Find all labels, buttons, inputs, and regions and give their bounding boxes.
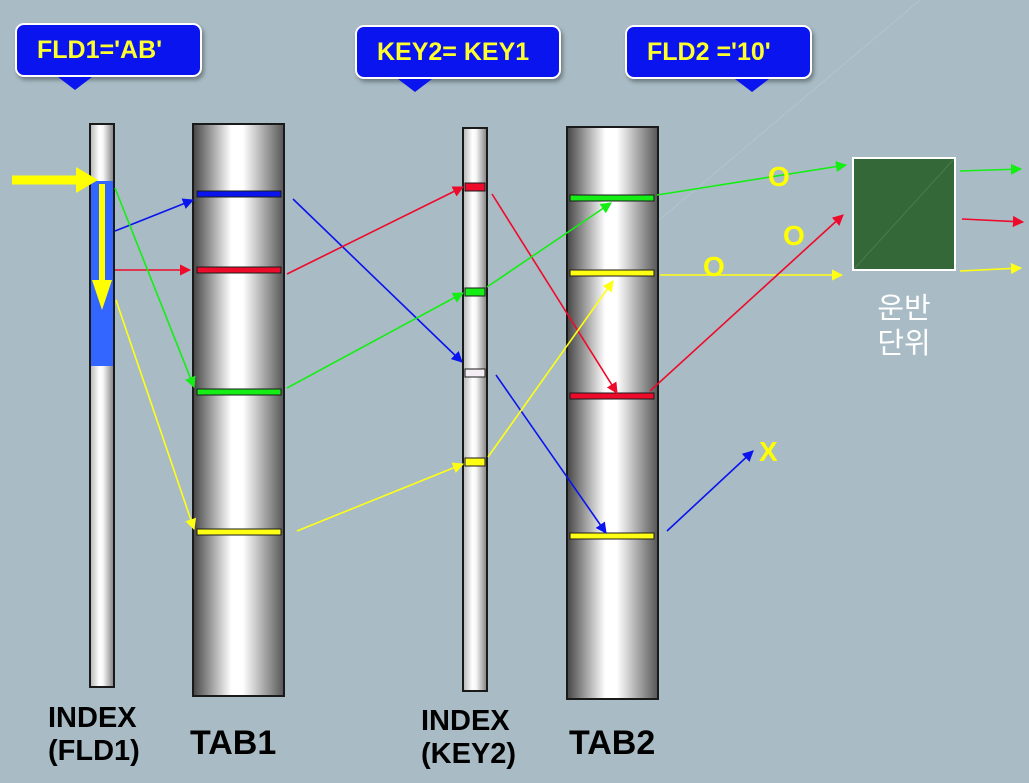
arrow-tab1-to-index2-blue — [292, 198, 463, 363]
index-key2-label-line2: (KEY2) — [421, 738, 517, 771]
callout-fld2-tail — [735, 79, 769, 92]
callout-fld2-text: FLD2 ='10' — [647, 38, 771, 66]
callout-key: KEY2= KEY1 — [355, 25, 561, 79]
callout-fld1: FLD1='AB' — [15, 23, 202, 77]
index-key2-column — [462, 127, 488, 692]
scan-direction-arrow — [92, 184, 112, 310]
callout-key-tail — [398, 79, 432, 92]
tab1-column — [192, 123, 285, 697]
index2-entry-red — [464, 182, 486, 192]
arrow-result-out-green — [959, 163, 1023, 175]
index-key2-label: INDEX (KEY2) — [421, 705, 516, 772]
arrow-index2-to-tab2-blue — [495, 374, 607, 534]
index2-entry-green — [464, 287, 486, 297]
tab1-row-green — [196, 388, 282, 396]
tab2-column — [566, 126, 659, 700]
result-unit-line2: 단위 — [877, 327, 931, 360]
tab1-row-yellow — [196, 528, 282, 536]
tab2-row-yellow-lower — [569, 532, 655, 540]
arrow-index2-to-tab2-red — [491, 193, 618, 394]
arrow-index1-to-tab1-green — [114, 187, 196, 389]
arrow-index1-to-tab1-blue — [114, 198, 195, 232]
reject-mark-blue: X — [759, 436, 778, 467]
tab1-row-blue — [196, 190, 282, 198]
tab2-row-red — [569, 392, 655, 400]
index-fld1-label-line2: (FLD1) — [48, 735, 140, 768]
arrow-tab1-to-index2-yellow — [296, 462, 465, 532]
match-mark-yellow: O — [703, 251, 725, 282]
callout-key-text: KEY2= KEY1 — [377, 38, 530, 66]
index2-entry-blank — [464, 368, 486, 378]
arrow-index1-to-tab1-yellow — [115, 299, 197, 531]
arrow-tab1-to-index2-red — [286, 186, 465, 275]
tab2-row-yellow-upper — [569, 269, 655, 277]
match-mark-green: O — [768, 161, 790, 192]
arrow-result-out-red — [961, 215, 1025, 228]
arrow-result-out-yellow — [959, 262, 1023, 275]
tab2-label: TAB2 — [569, 724, 656, 762]
callout-fld1-tail — [58, 77, 92, 90]
index2-entry-yellow — [464, 457, 486, 467]
index-key2-label-line1: INDEX — [421, 705, 510, 737]
arrow-tab2-rejected-blue — [666, 450, 754, 532]
entry-arrow — [12, 167, 98, 193]
arrow-index2-to-tab2-green — [486, 202, 612, 288]
result-box — [852, 157, 956, 271]
arrow-tab2-to-result-green — [656, 161, 848, 196]
result-unit-line1: 운반 — [877, 293, 931, 325]
tab2-row-green — [569, 194, 655, 202]
tab1-row-red — [196, 266, 282, 274]
result-unit-label: 운반 단위 — [852, 292, 956, 362]
callout-fld2: FLD2 ='10' — [625, 25, 812, 79]
arrow-tab2-to-result-red — [649, 214, 844, 392]
index-fld1-label-line1: INDEX — [48, 702, 137, 734]
tab1-label: TAB1 — [190, 724, 277, 762]
callout-fld1-text: FLD1='AB' — [37, 36, 163, 64]
match-mark-red: O — [783, 220, 805, 251]
arrow-tab1-to-index2-green — [286, 292, 464, 389]
arrow-index2-to-tab2-yellow — [487, 280, 614, 458]
index-fld1-label: INDEX (FLD1) — [48, 702, 140, 769]
result-box-diagonal — [854, 159, 954, 269]
